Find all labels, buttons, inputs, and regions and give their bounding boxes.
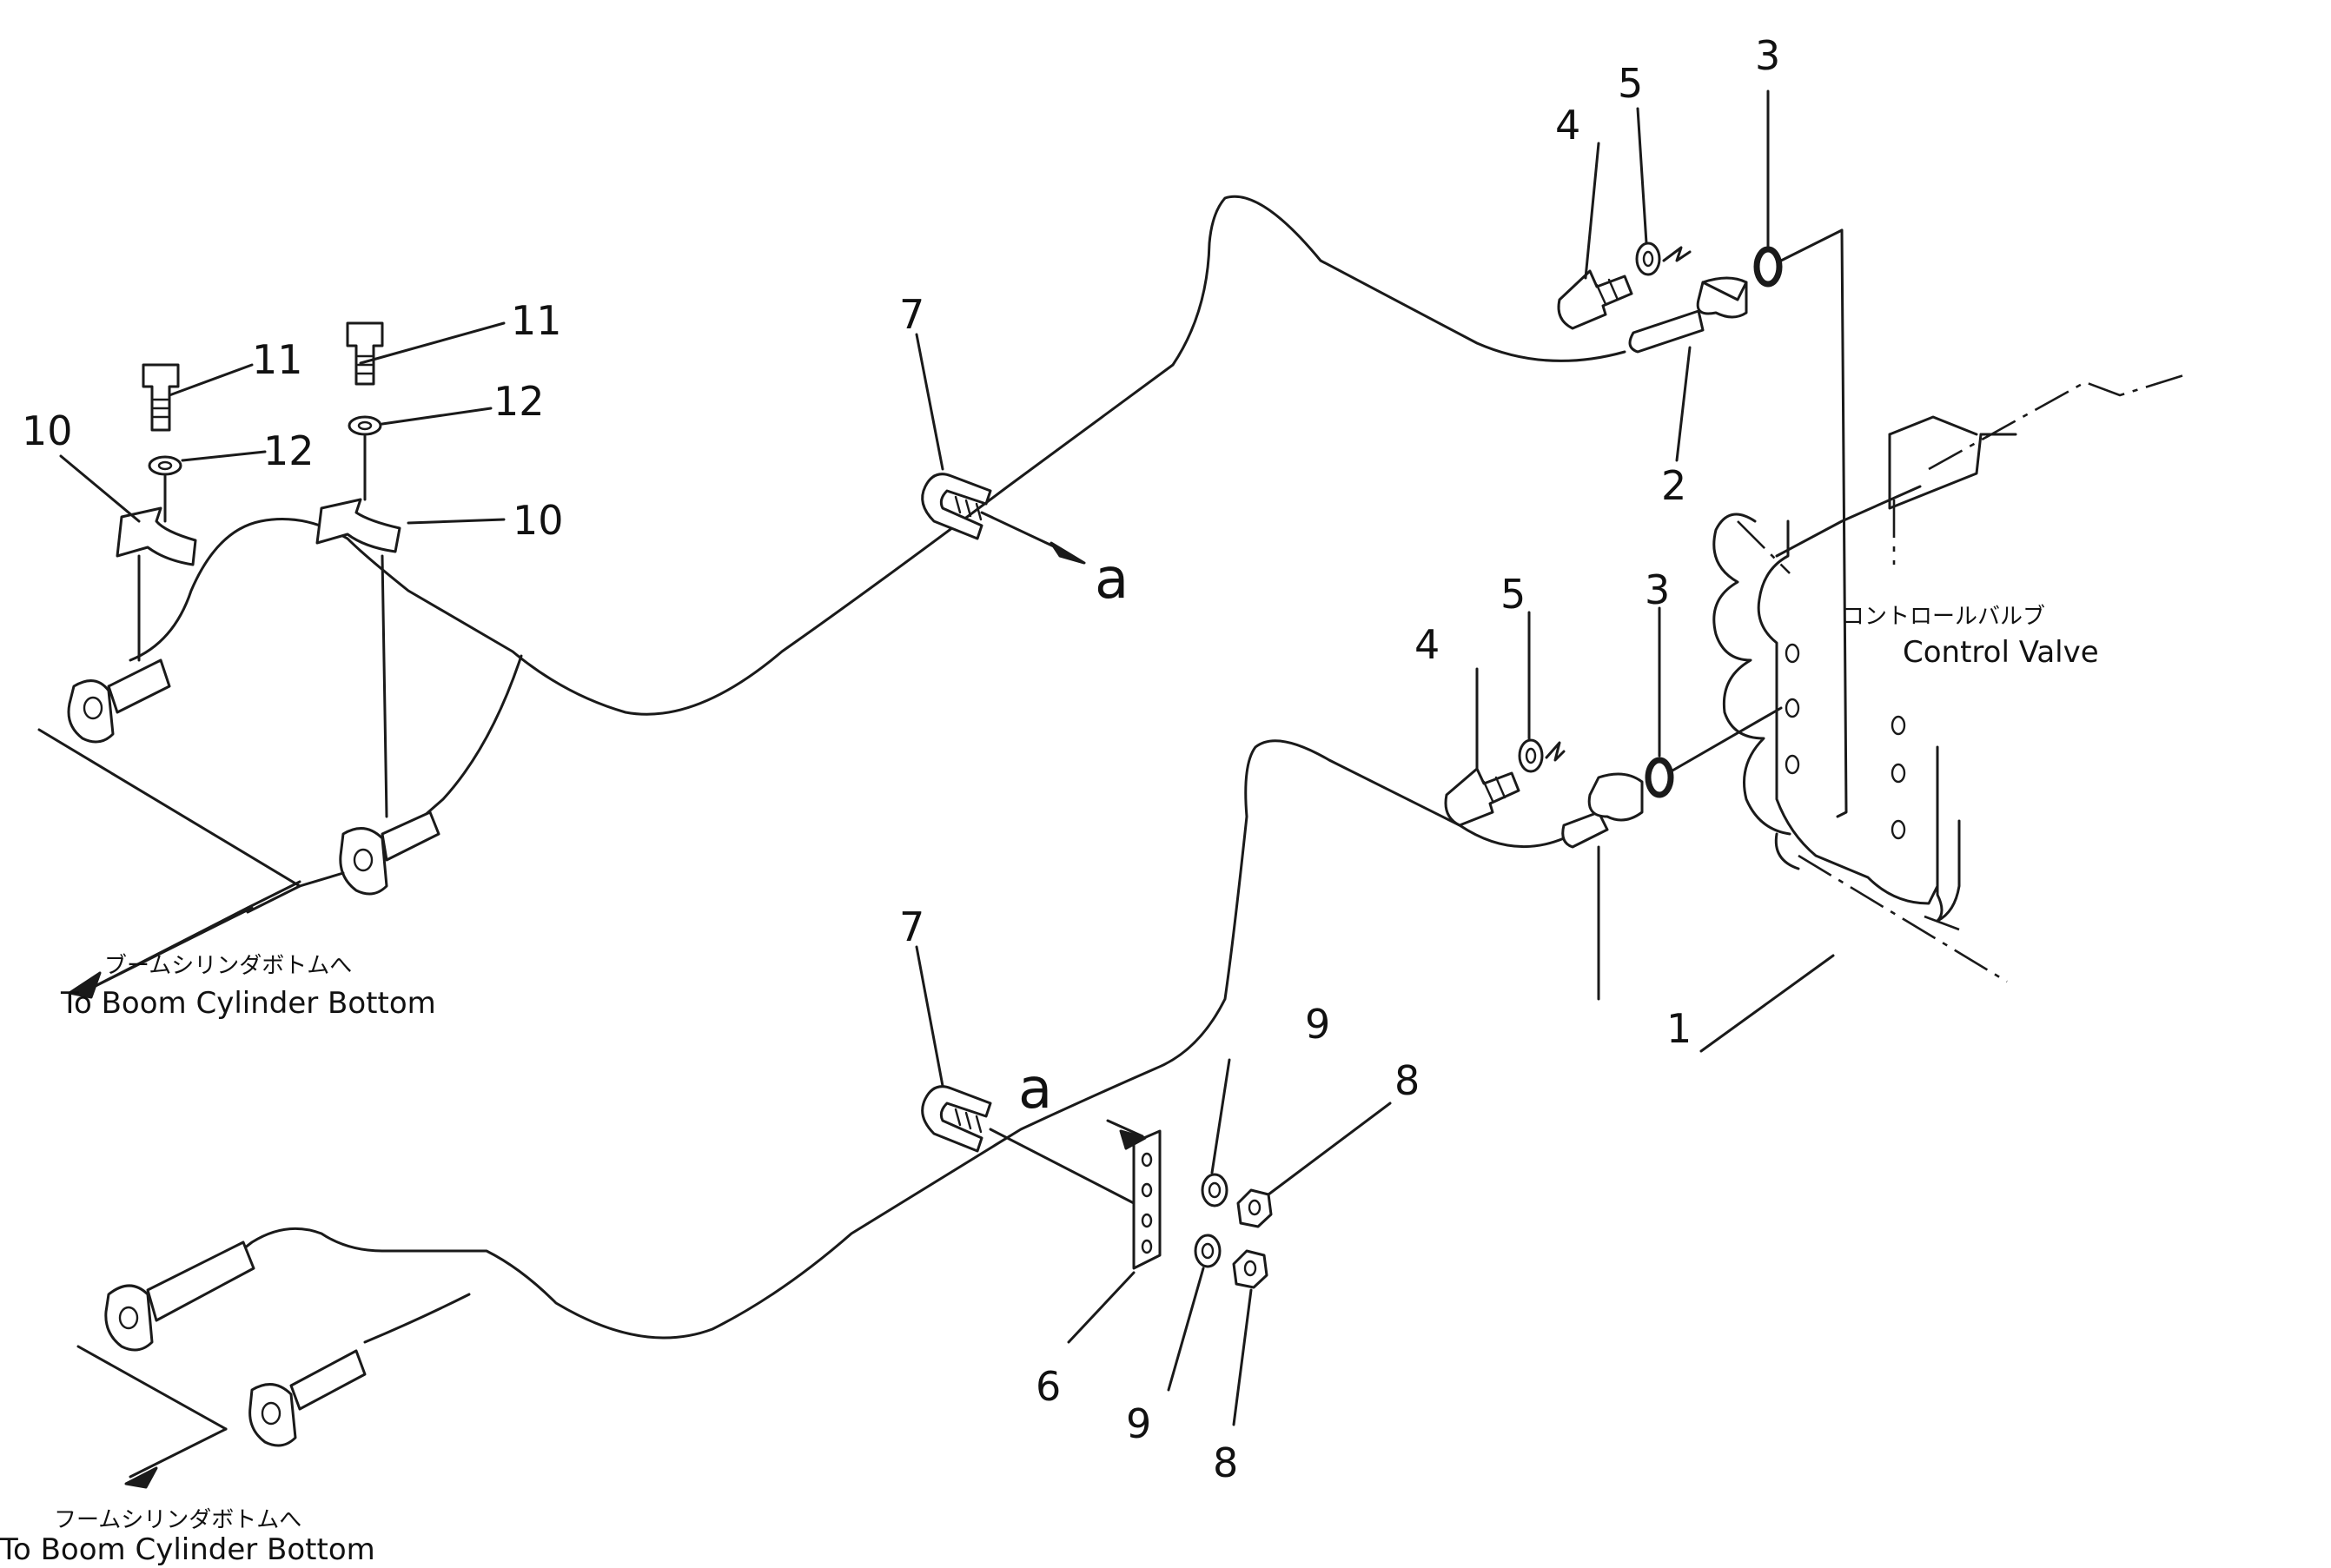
label-3: 3 bbox=[1755, 32, 1780, 79]
plate-assembly bbox=[1106, 1119, 1273, 1289]
label-10b: 10 bbox=[513, 497, 564, 544]
part-numbers: 1 2 3 3 4 4 5 5 6 7 7 8 8 9 9 10 10 11 1… bbox=[22, 32, 1780, 1486]
leader-lines bbox=[59, 89, 1770, 1426]
boom-flanges-upper bbox=[37, 554, 440, 999]
control-valve-label-en: Control Valve bbox=[1903, 635, 2099, 670]
control-valve-caption: コントロールバルブ Control Valve bbox=[1842, 604, 2099, 670]
view-marker-a-upper: a bbox=[1095, 547, 1129, 612]
label-8: 8 bbox=[1394, 1057, 1420, 1104]
control-valve-label-jp: コントロールバルブ bbox=[1842, 604, 2045, 630]
control-valve bbox=[1699, 228, 2190, 1053]
destination-upper-en: To Boom Cylinder Bottom bbox=[60, 986, 436, 1021]
destination-lower-en: To Boom Cylinder Bottom bbox=[0, 1532, 375, 1567]
label-10: 10 bbox=[22, 407, 73, 454]
label-12b: 12 bbox=[493, 378, 545, 425]
destination-upper-jp: ブームシリンダボトムへ bbox=[104, 953, 352, 979]
split-flange-upper bbox=[1696, 276, 1748, 319]
u-clamps bbox=[921, 473, 1136, 1205]
destination-caption-upper: ブームシリンダボトムへ To Boom Cylinder Bottom bbox=[60, 953, 436, 1021]
label-12: 12 bbox=[263, 427, 315, 474]
destination-lower-jp: フームシリンダボトムへ bbox=[54, 1507, 301, 1533]
tube-lower bbox=[224, 739, 1644, 1344]
label-9b: 9 bbox=[1126, 1400, 1151, 1447]
label-4b: 4 bbox=[1414, 621, 1440, 668]
boom-flanges-lower bbox=[76, 1241, 367, 1489]
view-marker-a-lower: a bbox=[1018, 1057, 1052, 1121]
destination-caption-lower: フームシリンダボトムへ To Boom Cylinder Bottom bbox=[0, 1507, 375, 1567]
clamps-and-bolts bbox=[116, 321, 401, 566]
tube-end-lower bbox=[1561, 810, 1609, 849]
label-8b: 8 bbox=[1213, 1439, 1238, 1486]
split-flange-lower bbox=[1587, 772, 1644, 822]
label-11: 11 bbox=[252, 336, 303, 383]
label-6: 6 bbox=[1036, 1363, 1061, 1410]
label-9: 9 bbox=[1305, 1001, 1330, 1048]
label-2: 2 bbox=[1661, 462, 1686, 509]
tube-upper bbox=[129, 195, 1748, 831]
label-7b: 7 bbox=[899, 903, 924, 950]
label-5: 5 bbox=[1618, 60, 1643, 107]
label-11b: 11 bbox=[511, 297, 562, 344]
label-4: 4 bbox=[1555, 102, 1580, 149]
label-3b: 3 bbox=[1645, 566, 1670, 613]
label-5b: 5 bbox=[1500, 571, 1526, 618]
flange-hardware bbox=[1444, 228, 1844, 827]
label-7: 7 bbox=[899, 291, 924, 338]
tube-end-upper bbox=[1628, 309, 1705, 354]
label-1: 1 bbox=[1666, 1005, 1692, 1052]
